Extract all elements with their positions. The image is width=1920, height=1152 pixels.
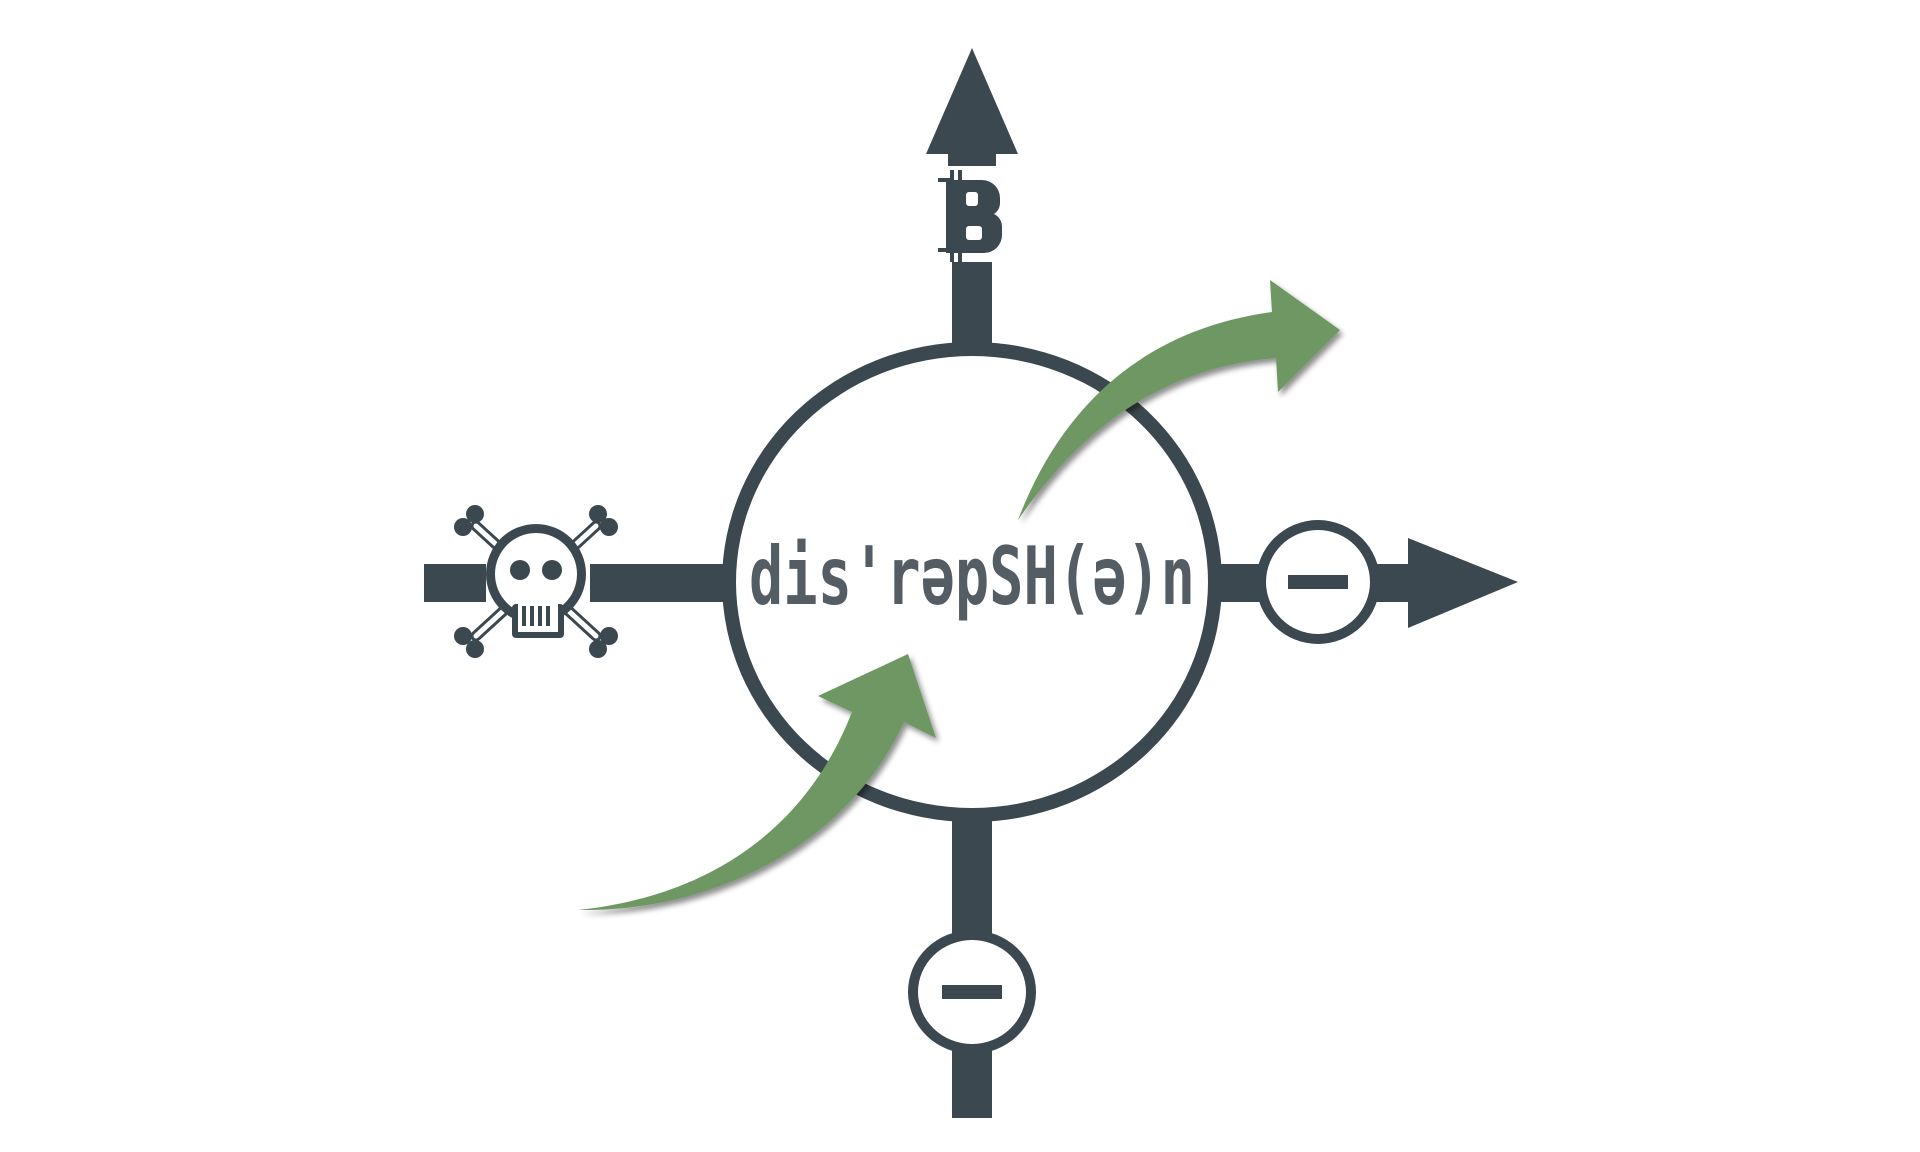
bitcoin-icon [938,166,1004,262]
upward-curved-arrow-upper [1018,280,1340,520]
skull-crossbones-icon [454,505,618,658]
center-word: dis'rəpSH(ə)n [749,530,1195,623]
minus-circle-icon [1256,520,1380,644]
bottom-axis-line [952,820,992,1118]
minus-circle-icon [908,930,1036,1054]
upward-curved-arrow-lower [578,654,936,911]
top-axis-arrow [926,48,1018,344]
left-axis-line [424,564,728,602]
